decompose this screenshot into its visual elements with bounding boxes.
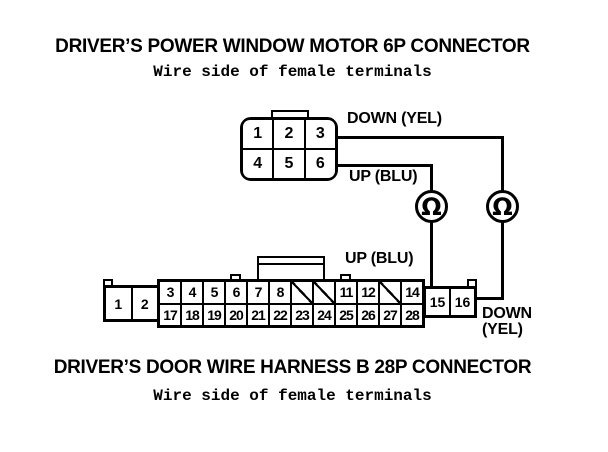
wire-down-yel-horizontal-bottom <box>477 297 504 300</box>
up-blu-label-bottom: UP (BLU) <box>345 250 414 267</box>
pin-cell-24: 24 <box>314 304 334 325</box>
pin-cell-20: 20 <box>226 304 246 325</box>
bottom-title: DRIVER’S DOOR WIRE HARNESS B 28P CONNECT… <box>53 357 532 378</box>
wire-down-yel-vertical-upper <box>501 136 504 192</box>
wire-up-blu-vertical-lower <box>430 221 433 289</box>
top-subtitle: Wire side of female terminals <box>153 63 432 81</box>
connector-6p-grid: 1 2 3 4 5 6 <box>243 120 335 178</box>
pin-cell-8: 8 <box>270 282 290 303</box>
right-wing-grid: 15 16 <box>426 289 474 315</box>
connector-28p-left-wing: 1 2 <box>103 285 160 322</box>
pin-cell-15: 15 <box>426 289 449 315</box>
pin-cell-5: 5 <box>204 282 224 303</box>
pin-cell-2: 2 <box>132 288 157 319</box>
down-yel-label-bottom-line1: DOWN <box>482 305 532 322</box>
pin-cell-2: 2 <box>274 120 304 148</box>
blanked-cell-9 <box>292 282 312 303</box>
pin-cell-1: 1 <box>243 120 273 148</box>
resistor-icon-left: Ω <box>415 190 448 223</box>
down-yel-label-bottom-line2: (YEL) <box>482 321 523 338</box>
lock-tab-line <box>259 263 323 265</box>
pin-cell-27: 27 <box>380 304 400 325</box>
pin-cell-1: 1 <box>106 288 131 319</box>
pin-cell-16: 16 <box>451 289 474 315</box>
pin-cell-6: 6 <box>226 282 246 303</box>
pin-cell-25: 25 <box>336 304 356 325</box>
pin-cell-22: 22 <box>270 304 290 325</box>
ohm-symbol: Ω <box>492 192 513 221</box>
wire-down-yel-horizontal-top <box>336 136 504 139</box>
pin-cell-4: 4 <box>182 282 202 303</box>
pin-cell-28: 28 <box>402 304 422 325</box>
down-yel-label-bottom: DOWN (YEL) <box>482 306 532 338</box>
down-yel-label-top: DOWN (YEL) <box>347 110 442 127</box>
wire-up-blu-vertical-upper <box>430 164 433 192</box>
pin-cell-17: 17 <box>160 304 180 325</box>
connector-28p-grid: 3 4 5 6 7 8 11 12 14 17 18 19 20 21 22 2… <box>160 282 422 325</box>
pin-cell-23: 23 <box>292 304 312 325</box>
up-blu-label-top: UP (BLU) <box>349 168 418 185</box>
wire-down-yel-vertical-lower <box>501 221 504 300</box>
pin-cell-3: 3 <box>160 282 180 303</box>
pin-cell-21: 21 <box>248 304 268 325</box>
blanked-cell-13 <box>380 282 400 303</box>
pin-cell-11: 11 <box>336 282 356 303</box>
pin-cell-3: 3 <box>305 120 335 148</box>
connector-28p-right-wing: 15 16 <box>423 286 477 318</box>
ohm-symbol: Ω <box>421 192 442 221</box>
blanked-cell-10 <box>314 282 334 303</box>
pin-cell-7: 7 <box>248 282 268 303</box>
pin-cell-12: 12 <box>358 282 378 303</box>
pin-cell-18: 18 <box>182 304 202 325</box>
pin-cell-19: 19 <box>204 304 224 325</box>
left-wing-grid: 1 2 <box>106 288 157 319</box>
pin-cell-6: 6 <box>305 150 335 178</box>
pin-cell-26: 26 <box>358 304 378 325</box>
top-title: DRIVER’S POWER WINDOW MOTOR 6P CONNECTOR <box>55 36 530 57</box>
bottom-subtitle: Wire side of female terminals <box>153 387 432 405</box>
connector-28p-main-block: 3 4 5 6 7 8 11 12 14 17 18 19 20 21 22 2… <box>157 279 425 328</box>
wire-up-blu-horizontal-top <box>336 164 433 167</box>
pin-cell-4: 4 <box>243 150 273 178</box>
pin-cell-14: 14 <box>402 282 422 303</box>
connector-6p: 1 2 3 4 5 6 <box>240 117 338 181</box>
pin-cell-5: 5 <box>274 150 304 178</box>
resistor-icon-right: Ω <box>486 190 519 223</box>
